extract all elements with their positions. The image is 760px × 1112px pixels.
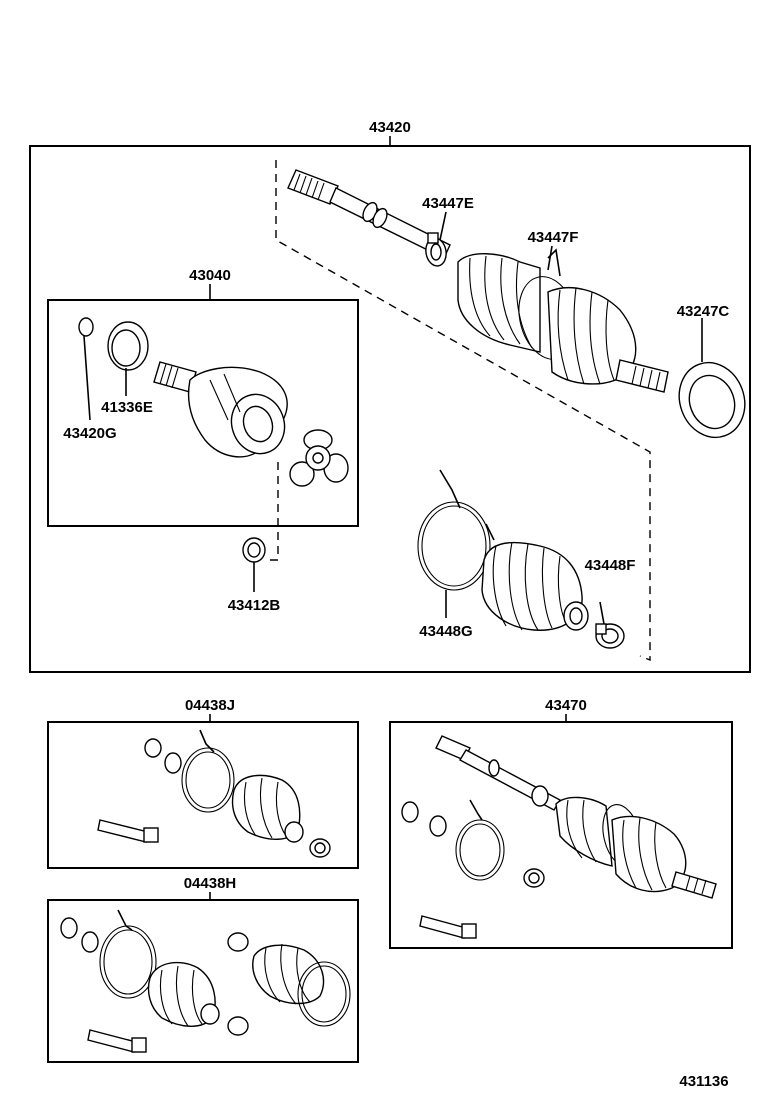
label-43470[interactable]: 43470 (545, 697, 587, 714)
boot-outer-top (457, 253, 541, 353)
label-43448g[interactable]: 43448G (419, 623, 472, 640)
inner-joint-parts (78, 317, 349, 487)
label-43247c[interactable]: 43247C (677, 303, 730, 320)
label-43448f[interactable]: 43448F (585, 557, 636, 574)
label-43040[interactable]: 43040 (189, 267, 231, 284)
label-43447e[interactable]: 43447E (422, 195, 474, 212)
boot-band-43448g[interactable] (417, 501, 491, 591)
label-43420g[interactable]: 43420G (63, 425, 116, 442)
shaft-assy-43470-frame (389, 721, 733, 949)
label-43412b[interactable]: 43412B (228, 597, 281, 614)
kit-04438h-parts (60, 909, 351, 1053)
label-04438j[interactable]: 04438J (185, 697, 235, 714)
boot-main[interactable] (481, 541, 583, 631)
boot-kit-main (417, 469, 625, 649)
inner-joint-frame (47, 299, 359, 527)
kit-04438j-parts (97, 729, 331, 858)
dashed-outline (275, 160, 651, 662)
seal-43420g[interactable] (78, 317, 94, 337)
boot-inner-top (547, 286, 637, 385)
drive-shaft-top (287, 169, 746, 439)
label-43447f[interactable]: 43447F (528, 229, 579, 246)
label-04438h[interactable]: 04438H (184, 875, 237, 892)
label-41336e[interactable]: 41336E (101, 399, 153, 416)
shaft-assy-43470-parts (401, 735, 717, 939)
label-43420[interactable]: 43420 (369, 119, 411, 136)
figure-number: 431136 (679, 1073, 728, 1090)
kit-04438h-frame (47, 899, 359, 1063)
kit-04438j-frame (47, 721, 359, 869)
tripod-joint (289, 429, 349, 487)
